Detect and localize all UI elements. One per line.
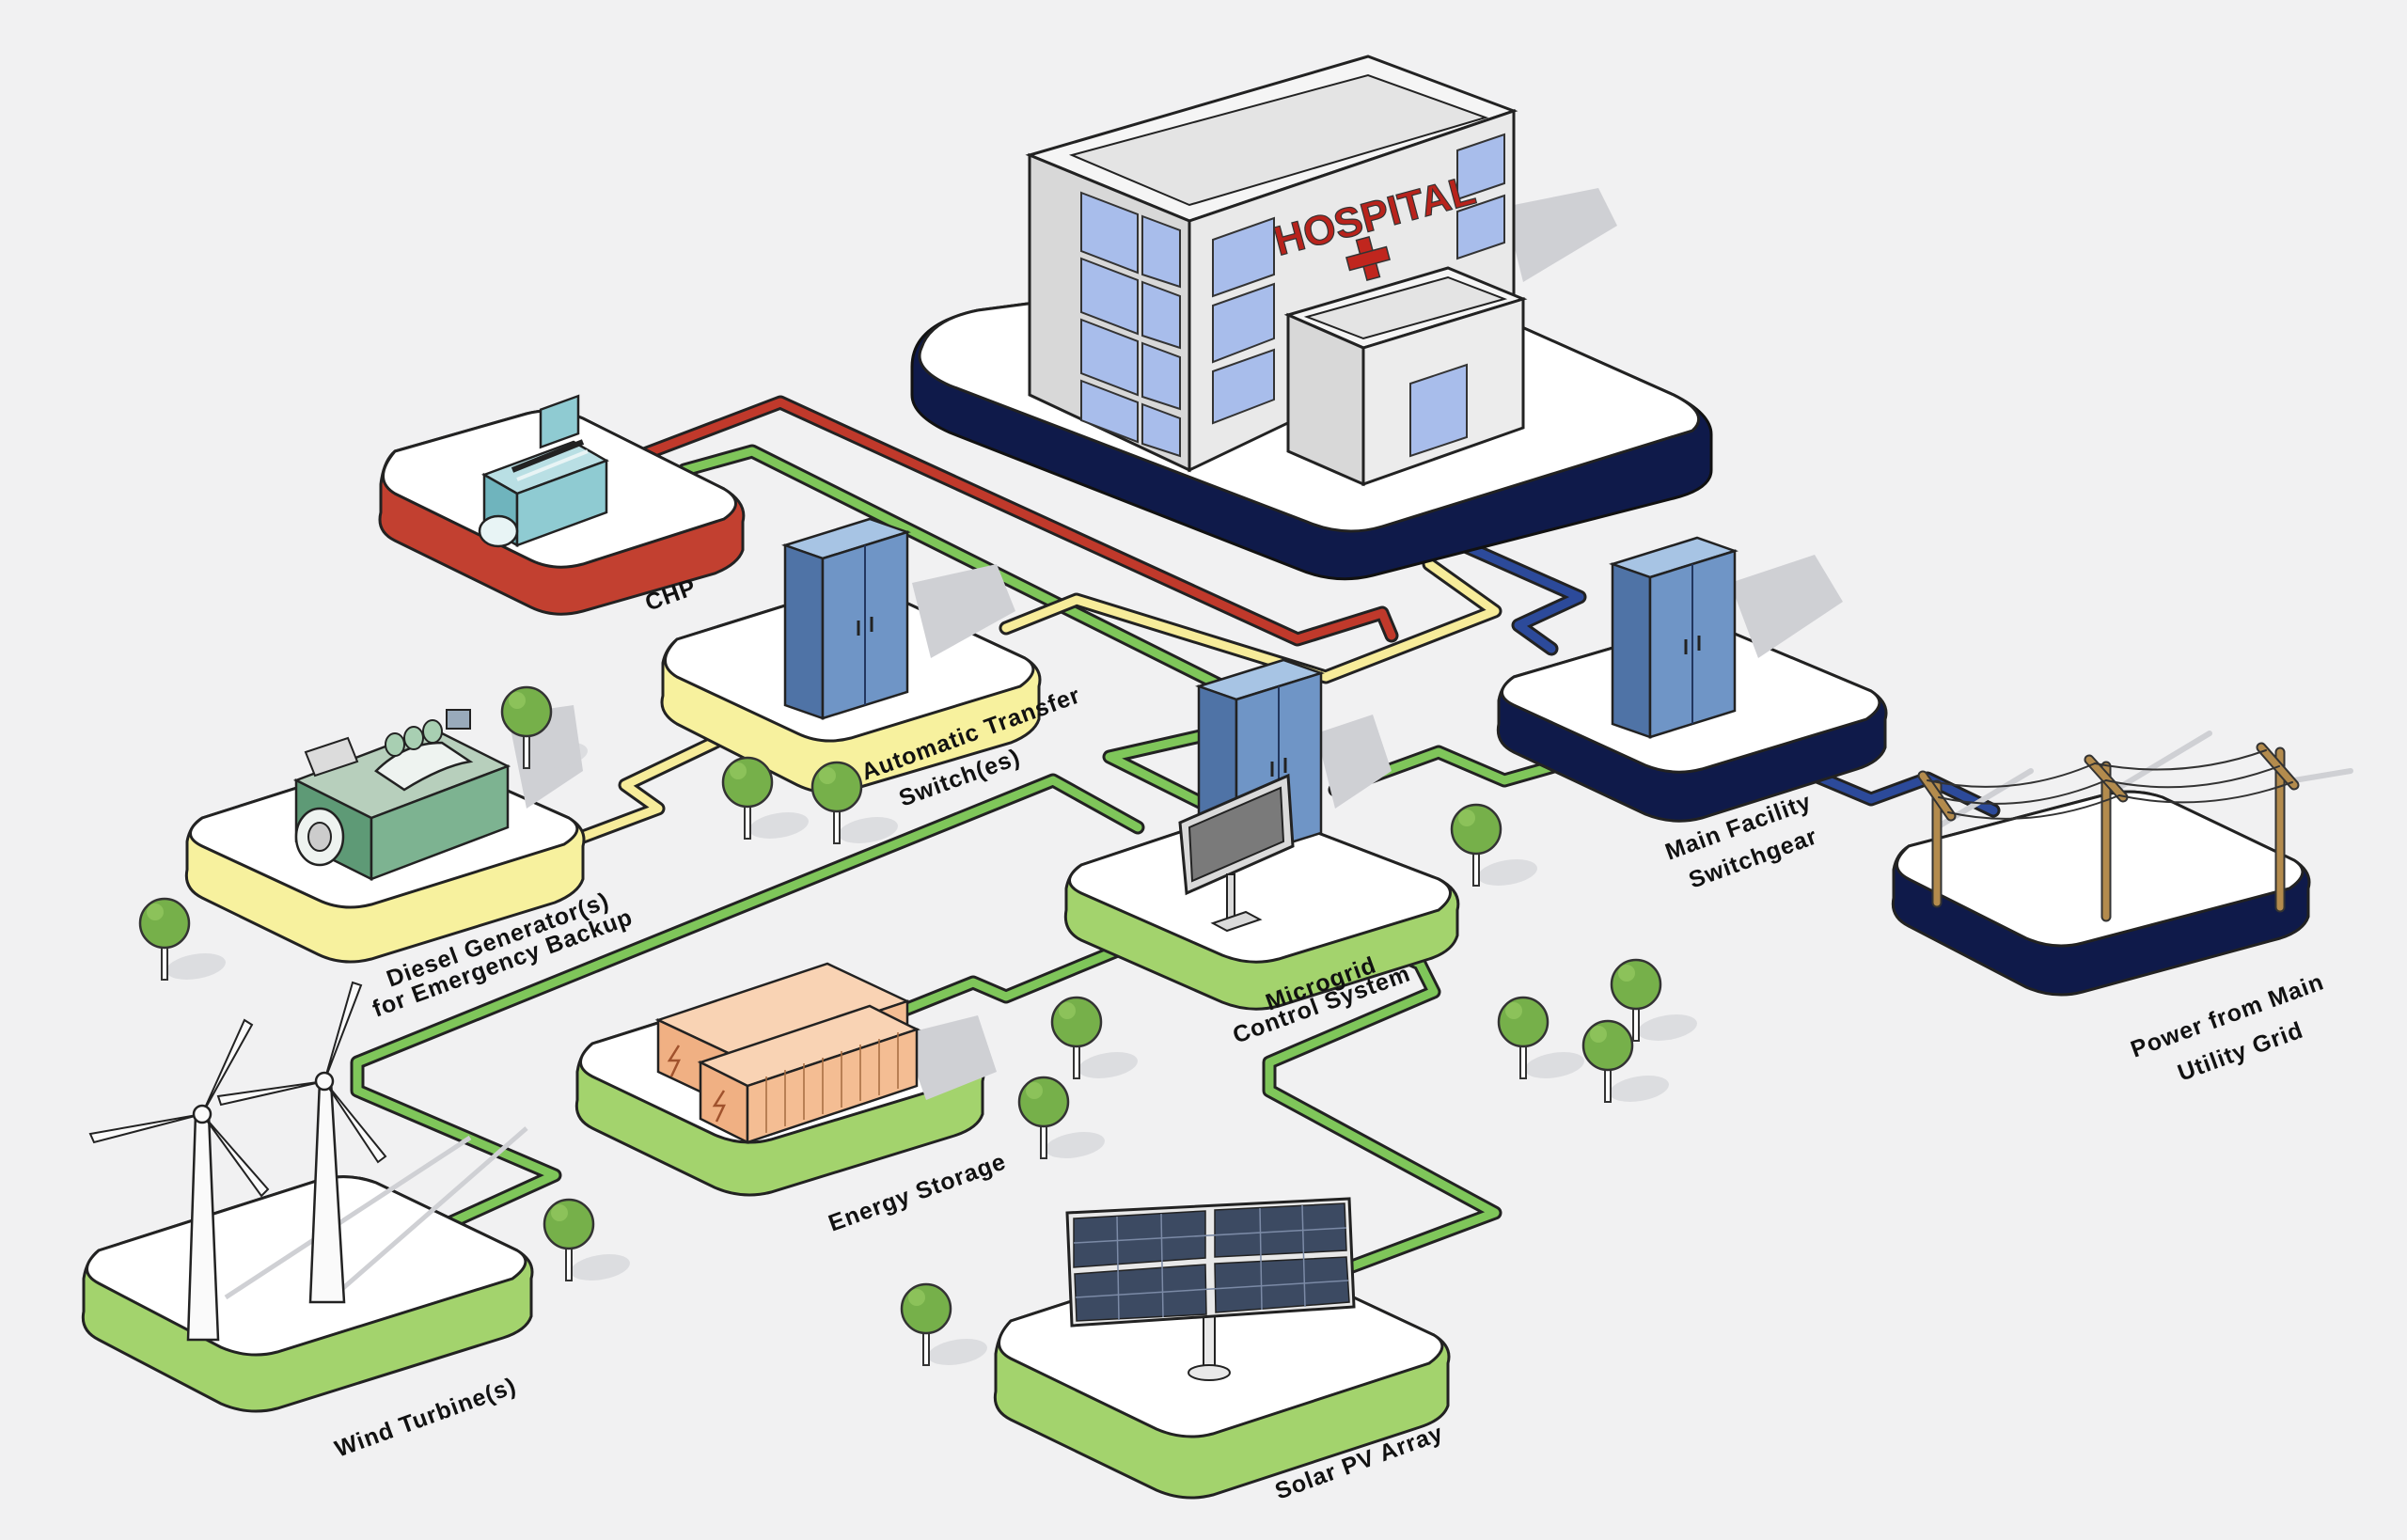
tree-icon [1450, 803, 1547, 888]
engine-icon [478, 394, 609, 548]
ats-cabinet-icon [783, 517, 909, 720]
power-pole-icon [1917, 731, 2353, 922]
battery-icon [654, 962, 920, 1145]
mcs-node: Microgrid Control System [1063, 658, 1460, 1049]
tree-icon [900, 1282, 997, 1367]
tree-icon [543, 1198, 639, 1282]
chp-node: CHP [378, 394, 746, 617]
switchgear-cabinet-icon [1611, 536, 1737, 739]
wind-turbine-icon [88, 981, 387, 1342]
solar-node: Solar PV Array [993, 1197, 1451, 1505]
tree-icon [1017, 1076, 1114, 1160]
tree-icon [1050, 996, 1147, 1080]
grid-node: Power from Main Utility Grid [1891, 731, 2353, 1087]
solar-panel-icon [1065, 1197, 1356, 1381]
monitor-icon [1178, 773, 1295, 933]
hospital: HOSPITAL [910, 55, 1713, 581]
tree-icon [138, 897, 235, 982]
cross-icon [1345, 236, 1391, 281]
storage-node: Energy Storage [574, 962, 1010, 1237]
hospital-building: HOSPITAL [1025, 55, 1528, 487]
generator-icon [292, 709, 511, 882]
tree-icon [1497, 996, 1594, 1080]
wind-label: Wind Turbine(s) [331, 1373, 519, 1463]
